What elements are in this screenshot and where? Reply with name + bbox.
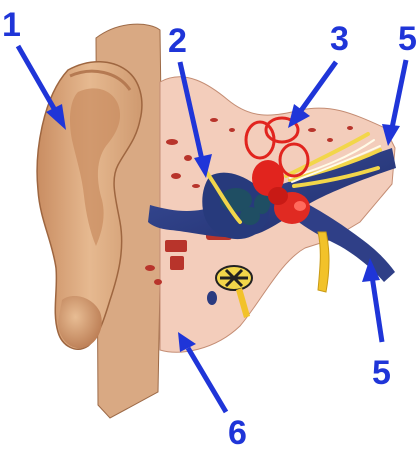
label-3: 3 xyxy=(330,20,349,58)
arrow-1 xyxy=(18,46,56,112)
arrow-5b xyxy=(372,276,382,342)
label-5-bottom: 5 xyxy=(372,354,391,392)
label-1: 1 xyxy=(2,6,21,44)
arrow-3 xyxy=(300,62,336,112)
label-5-top: 5 xyxy=(398,20,417,58)
arrow-6 xyxy=(188,348,226,412)
label-2: 2 xyxy=(168,22,187,60)
label-6: 6 xyxy=(228,414,247,451)
arrow-5a xyxy=(392,60,406,128)
facial-nerve xyxy=(318,232,329,292)
